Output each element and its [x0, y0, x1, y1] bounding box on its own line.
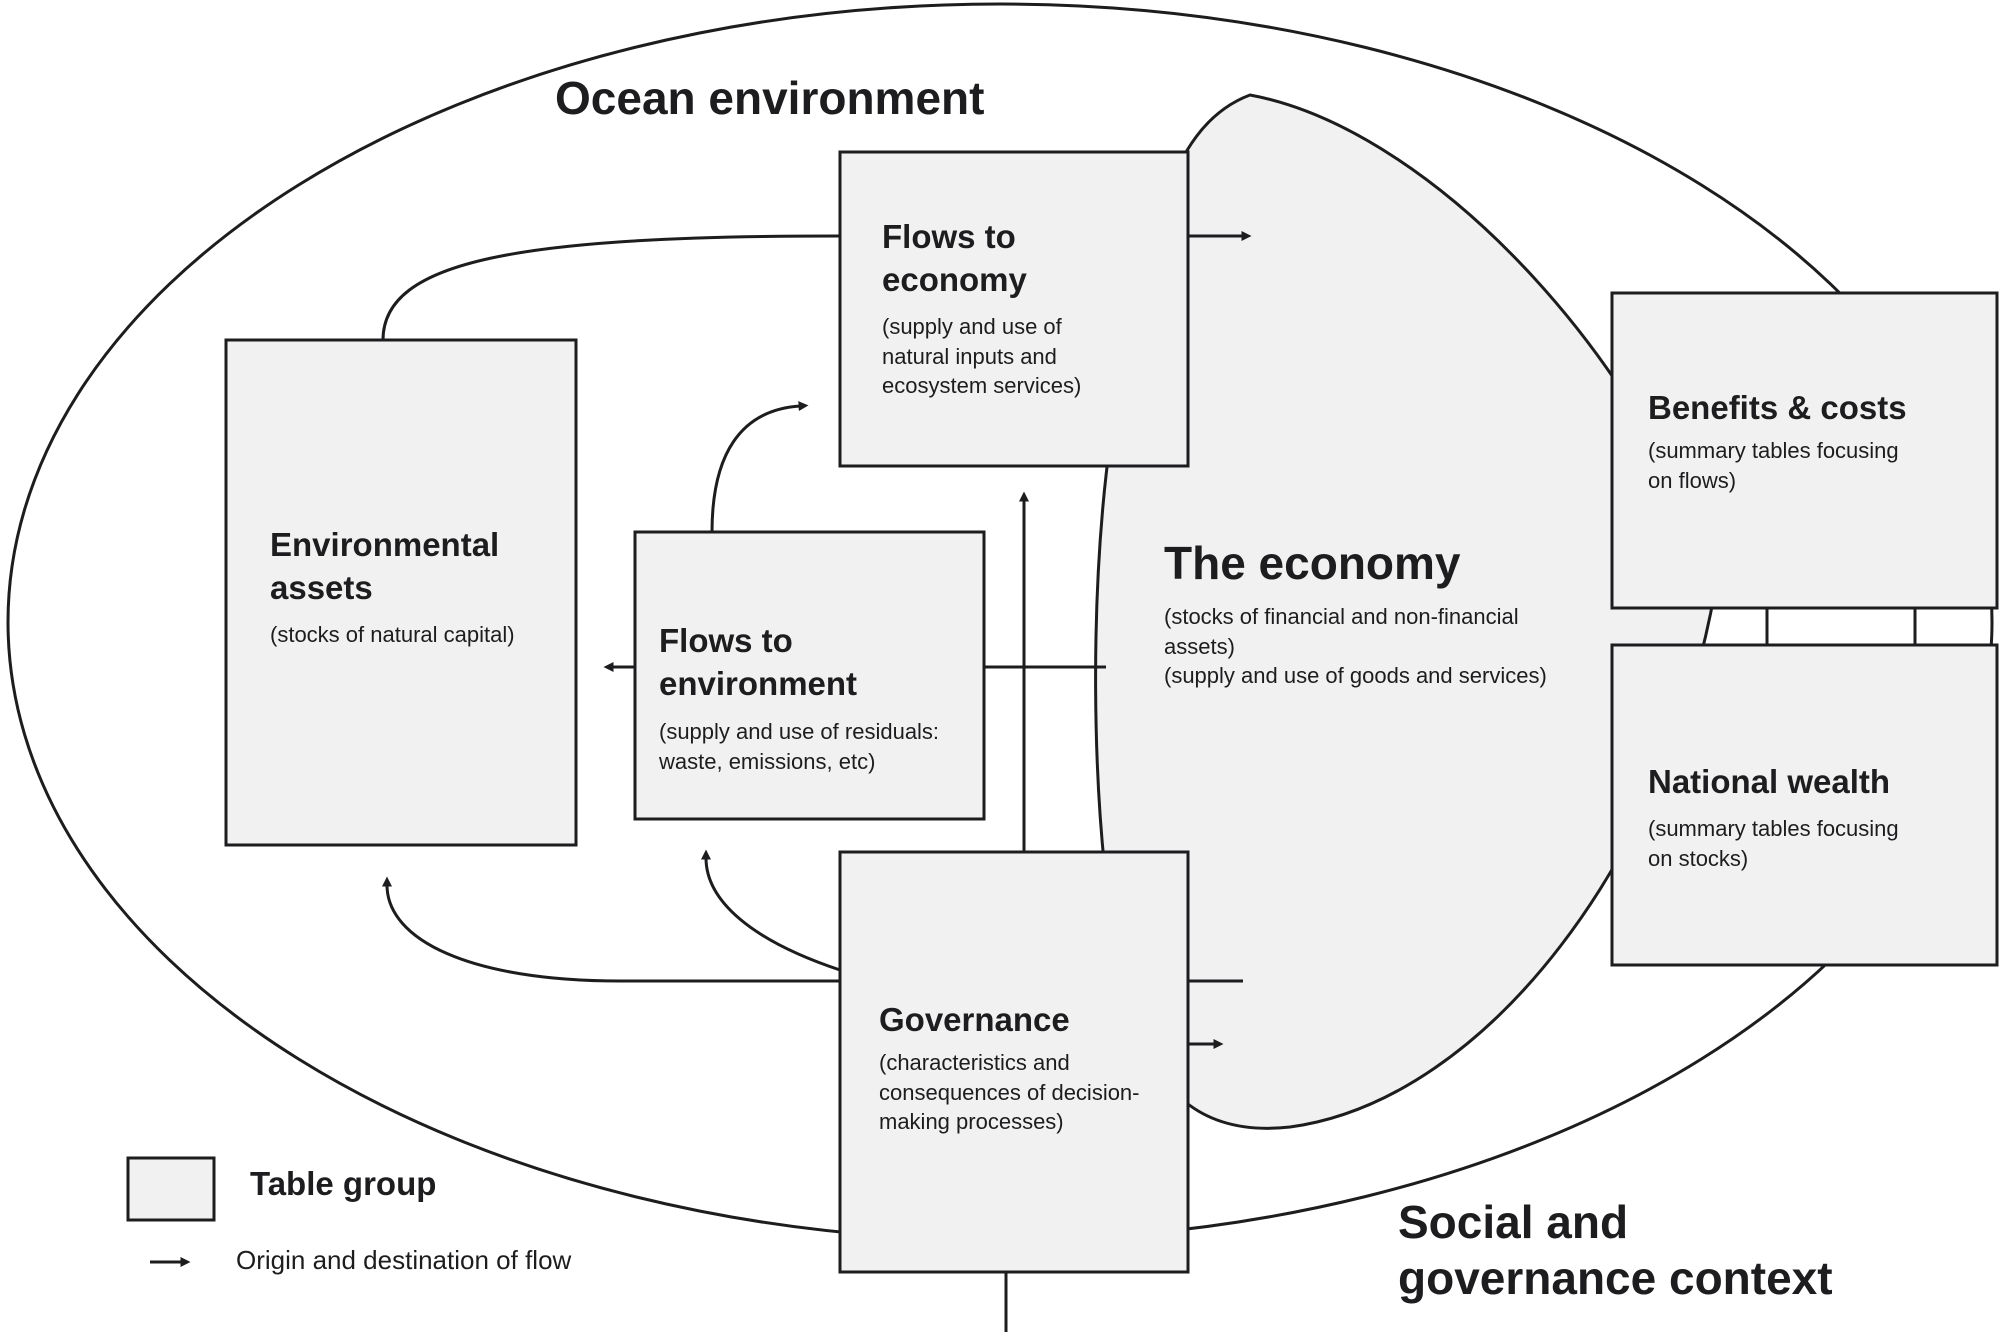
governance-box — [838, 850, 1190, 1274]
economy-note: (stocks of financial and non-financial a… — [1164, 604, 1547, 689]
environmental-assets-title: Environmental assets — [270, 526, 500, 606]
benefits-costs-note: (summary tables focusing on flows) — [1648, 438, 1899, 493]
flows-to-economy-box — [838, 150, 1190, 468]
flow-arrow-governance-to-flows-environment — [701, 849, 841, 972]
flow-arrow-governance-to-environmental-assets — [382, 876, 840, 983]
benefits-costs-box — [1610, 291, 1999, 610]
flows-to-environment-note: (supply and use of residuals: waste, emi… — [659, 719, 940, 774]
social-context-label: Social and governance context — [1398, 1196, 1833, 1305]
flows-to-environment-box — [633, 530, 986, 821]
flows-to-economy-title: Flows to economy — [882, 218, 1027, 298]
benefits-costs-title: Benefits & costs — [1648, 389, 1907, 426]
legend-table-group-label: Table group — [250, 1165, 437, 1202]
flows-to-economy-note: (supply and use of natural inputs and ec… — [882, 314, 1082, 399]
economy-title: The economy — [1164, 537, 1461, 589]
governance-note: (characteristics and consequences of dec… — [879, 1050, 1140, 1135]
ocean-environment-label: Ocean environment — [555, 72, 985, 124]
flow-line-assets-to-flows-economy — [381, 234, 841, 341]
environmental-assets-note: (stocks of natural capital) — [270, 622, 515, 647]
flows-to-environment-title: Flows to environment — [659, 622, 858, 702]
national-wealth-box — [1610, 643, 1999, 967]
governance-title: Governance — [879, 1001, 1070, 1038]
legend-table-group-swatch — [126, 1156, 216, 1222]
legend-flow-label: Origin and destination of flow — [236, 1245, 572, 1275]
national-wealth-title: National wealth — [1648, 763, 1891, 800]
environmental-assets-box — [224, 338, 578, 847]
flow-arrow-flows-environment-to-flows-economy — [710, 401, 809, 533]
national-wealth-note: (summary tables focusing on stocks) — [1648, 816, 1899, 871]
